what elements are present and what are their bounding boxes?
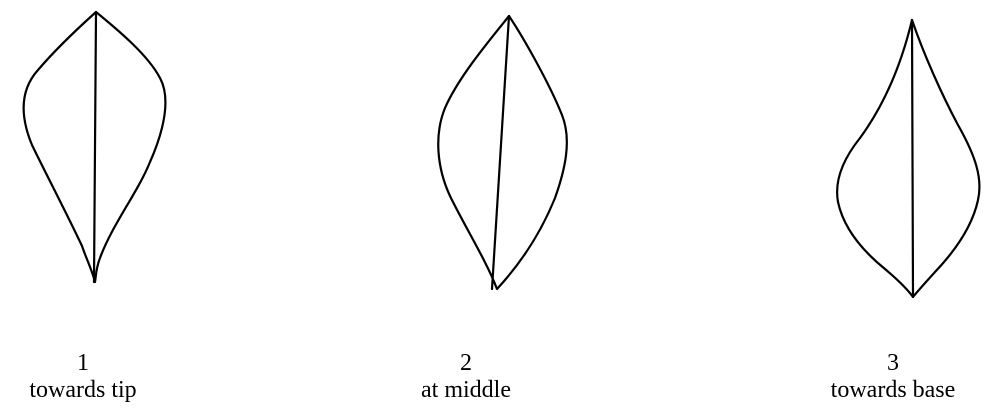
leaf-1-label: towards tip (0, 377, 193, 404)
leaf-1-midrib (94, 12, 96, 282)
leaf-2-number: 2 (356, 350, 576, 377)
leaf-3-outline (837, 20, 979, 297)
leaf-3-caption: 3 towards base (783, 350, 984, 404)
leaf-1-widest-towards-tip (24, 12, 166, 282)
leaf-1-caption: 1 towards tip (0, 350, 193, 404)
leaf-2-caption: 2 at middle (356, 350, 576, 404)
leaf-3-label: towards base (783, 377, 984, 404)
leaf-1-number: 1 (0, 350, 193, 377)
leaf-2-outline (438, 16, 567, 289)
leaf-2-midrib (492, 16, 509, 289)
leaf-2-label: at middle (356, 377, 576, 404)
leaf-3-widest-towards-base (837, 20, 979, 297)
leaf-3-number: 3 (783, 350, 984, 377)
leaf-2-widest-at-middle (438, 16, 567, 289)
leaf-3-midrib (912, 20, 913, 297)
